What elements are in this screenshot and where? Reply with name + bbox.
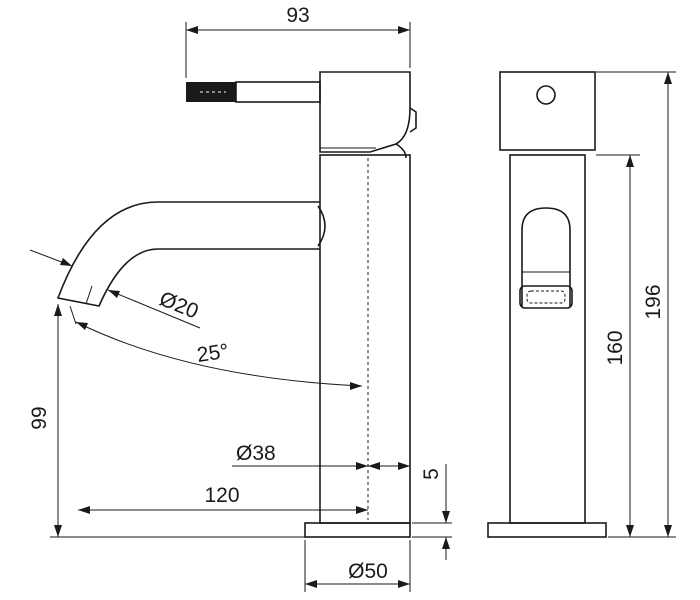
dim-spout-diameter-label: Ø20 [156,287,201,323]
dim-overall-height: 196 [596,71,676,538]
front-view [487,71,607,538]
dim-base-thickness-label: 5 [420,468,443,480]
dim-overall-width-label: 93 [286,4,309,27]
dim-base-thickness: 5 [412,464,452,560]
spout-front [521,207,571,306]
lever-grip [186,82,236,102]
front-body [509,154,586,524]
dim-body-height: 160 [596,154,640,537]
dim-base-diameter: Ø50 [304,540,411,592]
aerator [519,285,573,309]
dim-spout-height-label: 99 [28,406,51,429]
dim-spout-height: 99 [28,304,62,537]
front-base-plate [487,522,607,538]
side-view [56,71,417,538]
dim-body-diameter: Ø38 [232,442,410,470]
dim-body-height-label: 160 [604,330,627,365]
side-body [319,154,411,524]
dim-overall-width: 93 [185,4,411,78]
spout [56,201,320,307]
dim-spout-reach-label: 120 [204,484,239,507]
lever-housing [319,71,411,153]
handle-indicator-circle [536,85,556,105]
front-handle-block [499,71,596,151]
dim-spout-reach: 120 [78,484,368,514]
dim-spout-diameter: Ø20 [29,249,202,329]
side-base-plate [304,522,411,538]
dim-body-diameter-label: Ø38 [236,442,276,465]
dim-base-diameter-label: Ø50 [348,560,388,583]
lever-arm [235,81,321,103]
dim-overall-height-label: 196 [642,284,665,319]
dim-spout-angle: 25° [69,305,363,390]
dim-spout-angle-label: 25° [195,340,230,367]
